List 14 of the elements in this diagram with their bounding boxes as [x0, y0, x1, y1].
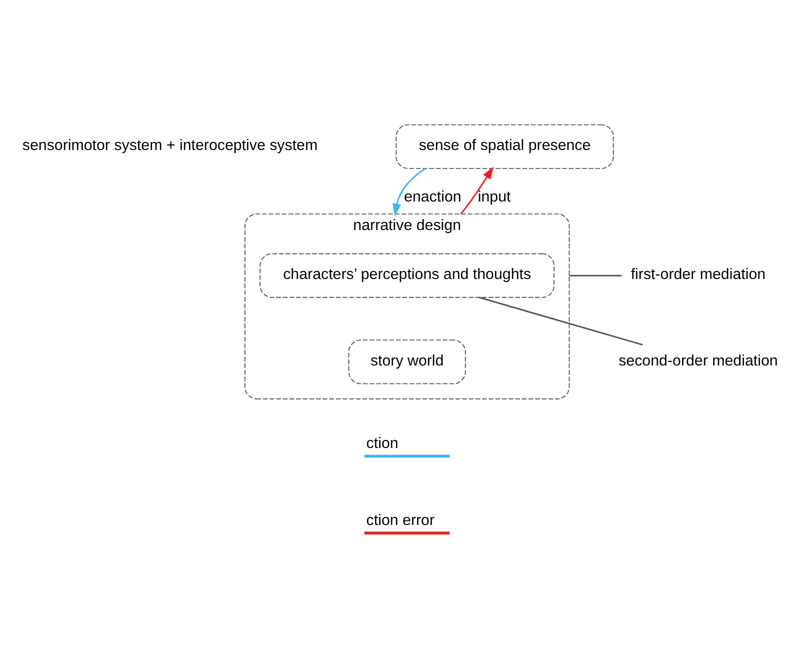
arrow — [392, 168, 426, 216]
legend-label: ction — [366, 434, 398, 452]
edge-label: enaction — [404, 188, 462, 206]
node-box: sense of spatial presence — [396, 124, 614, 169]
connector — [478, 296, 643, 346]
edge-label: input — [478, 188, 511, 206]
connector — [569, 274, 622, 276]
node-box: characters’ perceptions and thoughts — [260, 253, 555, 298]
node-text: first-order mediation — [630, 266, 766, 284]
node-text: second-order mediation — [618, 352, 778, 370]
node-box: story world — [348, 340, 466, 384]
label: sensorimotor system + interoceptive system — [22, 137, 318, 154]
arrow — [460, 166, 494, 214]
legend-label: ction error — [366, 512, 435, 529]
